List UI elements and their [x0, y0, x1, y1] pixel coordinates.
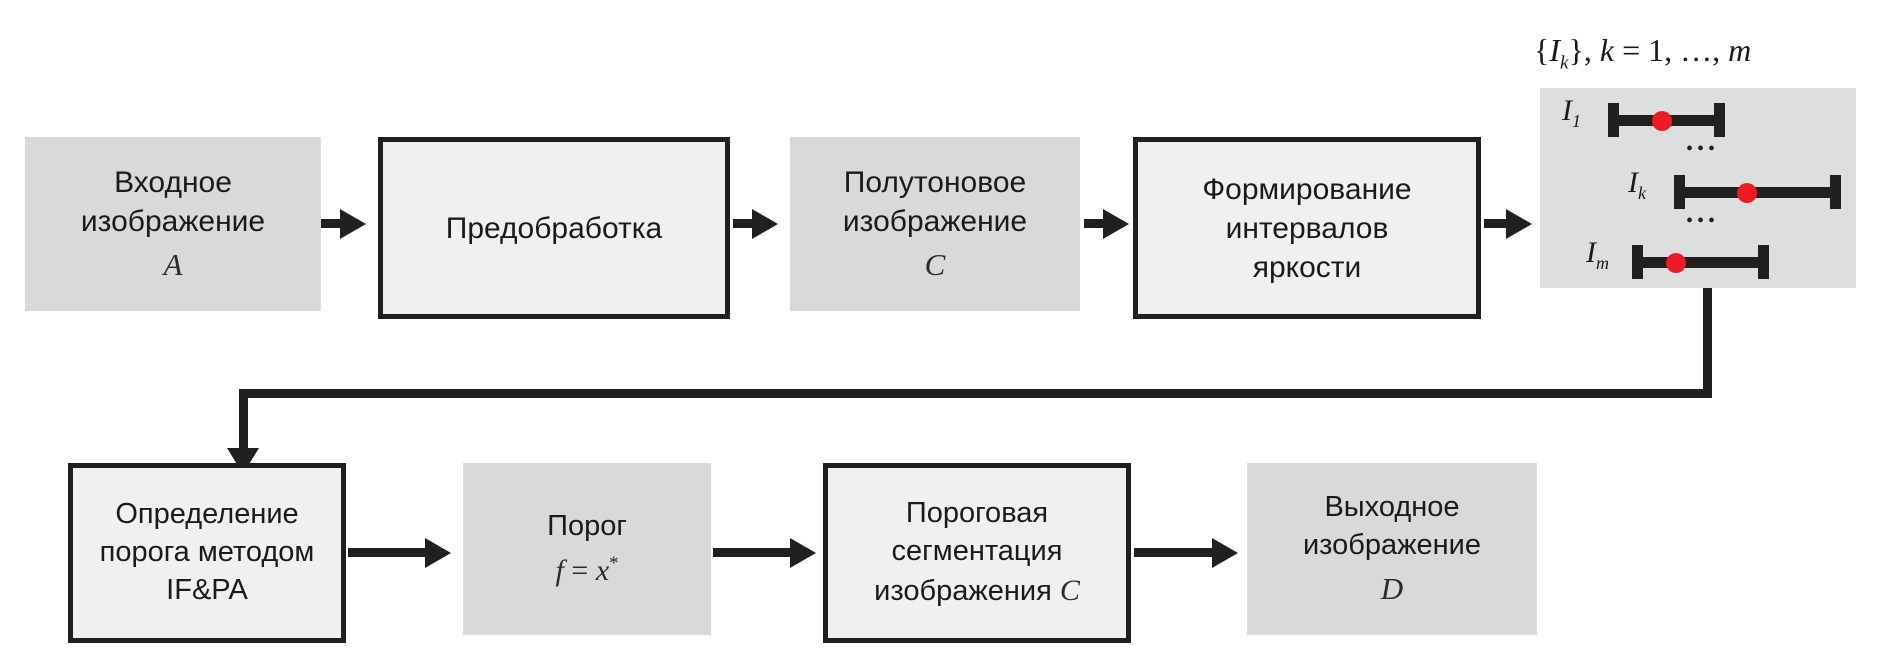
- node-threshold-value-line-1: Порог: [547, 509, 627, 542]
- interval-ellipsis-2: •••: [1686, 210, 1720, 232]
- node-threshold-segmentation-line-3-text: изображения: [874, 574, 1060, 607]
- node-threshold-determination: Определение порога методом IF&PA: [68, 463, 346, 643]
- arrow-line-intervals-to-panel: [1484, 219, 1510, 228]
- interval-title-m: m: [1728, 32, 1752, 68]
- node-threshold-segmentation-line-3: изображения C: [874, 571, 1080, 611]
- node-halftone-image-symbol: C: [924, 246, 946, 282]
- node-input-image-line-1: Входное: [114, 165, 232, 199]
- node-preprocessing: Предобработка: [378, 137, 730, 319]
- node-input-image-symbol: A: [163, 246, 183, 282]
- elbow-vertical-left: [239, 389, 248, 451]
- elbow-vertical-right: [1703, 288, 1712, 398]
- interval-label-2: Ik: [1628, 166, 1646, 204]
- interval-bar-2: [1674, 187, 1840, 198]
- node-brightness-intervals: Формирование интервалов яркости: [1133, 137, 1481, 319]
- formula-x: x: [595, 554, 610, 588]
- interval-dot-2: [1737, 183, 1757, 203]
- interval-label-3-I: I: [1586, 236, 1596, 269]
- arrow-line-segmentation-to-output: [1134, 548, 1216, 557]
- node-brightness-intervals-line-3: яркости: [1252, 250, 1362, 284]
- elbow-horizontal: [239, 389, 1712, 398]
- interval-bar-3: [1632, 257, 1768, 268]
- node-threshold-segmentation-line-1: Пороговая: [905, 497, 1049, 530]
- interval-title-eq: =: [1614, 32, 1649, 68]
- node-threshold-determination-line-1: Определение: [115, 498, 299, 531]
- interval-dot-1: [1652, 111, 1672, 131]
- interval-label-1: I1: [1562, 94, 1581, 132]
- interval-label-2-sub: k: [1638, 183, 1646, 203]
- node-threshold-determination-line-3: IF&PA: [166, 573, 248, 606]
- interval-label-3: Im: [1586, 236, 1609, 274]
- arrow-line-determination-to-threshold: [348, 548, 430, 557]
- arrow-line-threshold-to-segmentation: [713, 548, 795, 557]
- node-output-image-line-2: изображение: [1302, 528, 1482, 561]
- node-input-image-line-2: изображение: [80, 204, 266, 238]
- arrow-line-preprocessing-to-halftone: [733, 219, 757, 228]
- node-threshold-segmentation: Пороговая сегментация изображения C: [823, 463, 1131, 643]
- interval-panel: I1 ••• Ik ••• Im: [1540, 88, 1856, 288]
- interval-dot-3: [1666, 253, 1686, 273]
- interval-set-title: {Ik}, k = 1, …, m: [1534, 32, 1751, 74]
- arrow-intervals-to-panel: [1506, 209, 1532, 239]
- interval-cap-right-1: [1714, 103, 1725, 137]
- interval-label-2-I: I: [1628, 166, 1638, 199]
- node-halftone-image: Полутоновое изображение C: [790, 137, 1080, 311]
- interval-title-k-sub: k: [1560, 52, 1569, 74]
- node-brightness-intervals-line-2: интервалов: [1225, 211, 1389, 245]
- interval-title-open-brace: {: [1534, 32, 1550, 68]
- node-threshold-segmentation-line-2: сегментация: [891, 535, 1063, 568]
- node-threshold-value-formula: f = x*: [556, 551, 619, 590]
- node-output-image-symbol: D: [1380, 570, 1404, 606]
- interval-title-comma: ,: [1583, 32, 1600, 68]
- node-input-image: Входное изображение A: [25, 137, 321, 311]
- interval-label-3-sub: m: [1596, 253, 1609, 273]
- interval-title-close-brace: }: [1568, 32, 1584, 68]
- node-threshold-determination-line-2: порога методом: [99, 536, 315, 569]
- node-output-image-line-1: Выходное: [1324, 491, 1460, 524]
- formula-f: f: [555, 554, 564, 588]
- interval-title-k: k: [1599, 32, 1615, 68]
- interval-label-1-sub: 1: [1572, 111, 1581, 131]
- node-output-image: Выходное изображение D: [1247, 463, 1537, 635]
- interval-cap-right-3: [1758, 245, 1769, 279]
- node-preprocessing-line-1: Предобработка: [445, 211, 663, 245]
- node-brightness-intervals-line-1: Формирование: [1202, 172, 1412, 206]
- interval-title-range: 1, …,: [1648, 32, 1729, 68]
- node-threshold-value: Порог f = x*: [463, 463, 711, 635]
- interval-label-1-I: I: [1562, 94, 1572, 127]
- arrow-line-halftone-to-intervals: [1084, 219, 1108, 228]
- formula-star: *: [609, 553, 619, 575]
- interval-cap-right-2: [1830, 175, 1841, 209]
- formula-eq: =: [563, 554, 596, 588]
- node-halftone-image-line-2: изображение: [842, 204, 1028, 238]
- node-halftone-image-line-1: Полутоновое: [843, 165, 1027, 199]
- arrow-segmentation-to-output: [1212, 538, 1238, 568]
- arrow-line-input-to-preprocessing: [321, 219, 345, 228]
- interval-ellipsis-1: •••: [1686, 138, 1720, 160]
- node-threshold-segmentation-symbol: C: [1059, 573, 1080, 607]
- interval-title-I: I: [1549, 32, 1561, 68]
